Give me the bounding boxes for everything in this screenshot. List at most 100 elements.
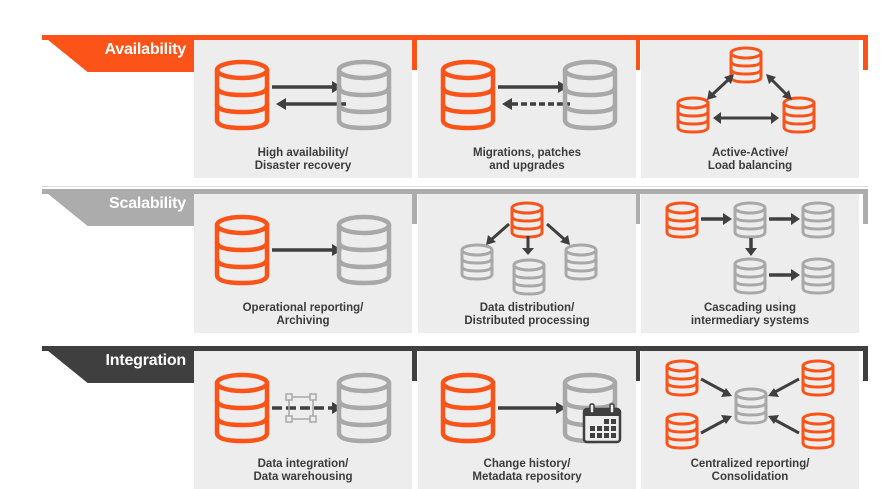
link-arrow — [711, 78, 730, 96]
availability-label: Availability — [104, 41, 187, 58]
panel-data-integration: Data integration/ Data warehousing — [194, 351, 412, 489]
source-database-icon — [217, 375, 267, 441]
panel-change-history: Change history/ Metadata repository — [418, 351, 636, 489]
section-divider — [42, 186, 868, 187]
arrowhead — [768, 388, 779, 397]
link-arrow — [770, 78, 788, 96]
distribution-arrow — [546, 222, 565, 241]
panel-data-distribution: Data distribution/ Distributed processin… — [418, 194, 636, 333]
warehouse-database-icon — [339, 375, 389, 441]
operational-reporting-diagram — [194, 194, 412, 333]
caption-line: Change history/ — [483, 458, 571, 470]
data-integration-caption: Data integration/ Data warehousing — [194, 458, 412, 484]
caption-line: Migrations, patches — [473, 147, 581, 159]
fallback-arrowhead — [502, 98, 512, 110]
consolidation-arrow — [700, 377, 726, 394]
arrowhead — [745, 248, 757, 256]
arrowhead — [782, 90, 792, 100]
arrowhead — [723, 213, 732, 225]
caption-line: Centralized reporting/ — [690, 458, 810, 470]
calendar-icon — [582, 403, 622, 444]
scalability-divider — [412, 189, 417, 224]
consolidation-arrow — [700, 418, 726, 435]
panel-active-active: Active-Active/ Load balancing — [641, 40, 859, 178]
consolidation-arrow — [774, 377, 800, 394]
caption-line: Load balancing — [707, 160, 793, 172]
arrowhead — [724, 74, 734, 84]
arrowhead — [766, 74, 776, 84]
caption-line: Distributed processing — [464, 315, 590, 327]
panel-cascading: Cascading using intermediary systems — [641, 194, 859, 333]
consolidation-arrow — [774, 418, 800, 435]
central-database-icon — [734, 387, 768, 425]
source-database-icon — [665, 359, 699, 397]
arrowhead — [486, 235, 496, 245]
cascading-diagram — [665, 201, 835, 295]
arrowhead — [556, 402, 566, 414]
scalability-bar — [42, 189, 868, 194]
caption-line: and upgrades — [489, 160, 565, 172]
availability-bar — [42, 35, 868, 40]
availability-divider — [863, 35, 868, 70]
arrowhead — [560, 235, 570, 245]
caption-line: intermediary systems — [690, 315, 810, 327]
source-database-icon — [665, 412, 699, 450]
caption-line: Cascading using — [703, 302, 797, 314]
panel-migrations: Migrations, patches and upgrades — [418, 40, 636, 178]
panel-operational-reporting: Operational reporting/ Archiving — [194, 194, 412, 333]
centralized-reporting-caption: Centralized reporting/ Consolidation — [641, 458, 859, 484]
caption-line: Metadata repository — [472, 471, 582, 483]
source-database-icon — [443, 375, 493, 441]
scalability-section: Scalability Operational reporting/ Archi… — [42, 189, 868, 333]
availability-divider — [635, 35, 640, 70]
arrowhead — [522, 248, 534, 255]
ha-dr-caption: High availability/ Disaster recovery — [194, 147, 412, 173]
caption-line: Data warehousing — [253, 471, 353, 483]
operational-reporting-caption: Operational reporting/ Archiving — [194, 302, 412, 328]
centralized-reporting-diagram — [665, 359, 835, 450]
integration-divider — [412, 346, 417, 381]
migrations-caption: Migrations, patches and upgrades — [418, 147, 636, 173]
panel-centralized-reporting: Centralized reporting/ Consolidation — [641, 351, 859, 489]
ha-dr-diagram — [194, 40, 412, 178]
scalability-divider — [863, 189, 868, 224]
cascading-caption: Cascading using intermediary systems — [641, 302, 859, 328]
caption-line: Consolidation — [711, 471, 789, 483]
arrowhead — [707, 90, 717, 100]
caption-line: High availability/ — [257, 147, 349, 159]
source-database-icon — [801, 412, 835, 450]
integration-label: Integration — [105, 352, 187, 369]
distribution-arrow — [491, 222, 510, 241]
caption-line: Data distribution/ — [479, 302, 575, 314]
change-history-caption: Change history/ Metadata repository — [418, 458, 636, 484]
scalability-divider — [635, 189, 640, 224]
backward-arrowhead — [276, 98, 286, 110]
migrations-diagram — [418, 40, 636, 178]
caption-line: Operational reporting/ — [242, 302, 364, 314]
caption-line: Data integration/ — [257, 458, 349, 470]
arrowhead — [791, 213, 800, 225]
arrowhead — [713, 112, 721, 124]
data-distribution-caption: Data distribution/ Distributed processin… — [418, 302, 636, 328]
source-database-icon — [801, 359, 835, 397]
availability-section: Availability High availability/ Disaster… — [0, 0, 890, 187]
change-history-diagram — [418, 351, 622, 444]
arrowhead — [771, 112, 779, 124]
panel-ha-dr: High availability/ Disaster recovery — [194, 40, 412, 178]
transform-box-icon — [285, 393, 317, 423]
arrowhead — [721, 415, 732, 424]
integration-bar — [42, 346, 868, 351]
scalability-label: Scalability — [109, 195, 186, 212]
caption-line: Archiving — [276, 315, 330, 327]
active-active-caption: Active-Active/ Load balancing — [641, 147, 859, 173]
integration-divider — [635, 346, 640, 381]
data-distribution-diagram — [460, 201, 598, 296]
integration-tab: Integration — [42, 346, 194, 383]
arrowhead — [768, 415, 779, 424]
caption-line: Active-Active/ — [711, 147, 789, 159]
availability-divider — [412, 35, 417, 70]
integration-divider — [863, 346, 868, 381]
arrowhead — [721, 388, 732, 397]
data-integration-diagram — [194, 351, 412, 489]
